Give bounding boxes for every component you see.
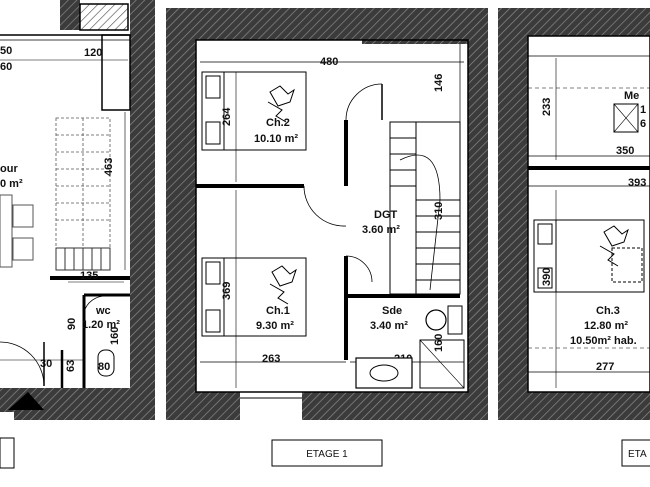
room-value: 6 [640, 118, 646, 130]
room-area: 3.60 m² [362, 224, 400, 236]
room-name: Me [624, 90, 639, 102]
dim-label: 90 [66, 318, 78, 330]
toilet-icon [425, 309, 447, 331]
staircase-solid [55, 247, 111, 271]
wall-top-right [362, 8, 470, 44]
dim-label: 263 [262, 353, 280, 365]
dim-label: 393 [628, 177, 646, 189]
room-area: 9.30 m² [256, 320, 294, 332]
dim-label: 350 [616, 145, 634, 157]
wall-gap [0, 412, 14, 420]
first-floor-plan: 480 146 310 [166, 8, 488, 467]
dim-label: 30 [40, 358, 52, 370]
dim-label: 160 [109, 327, 121, 345]
shower-line [419, 339, 465, 389]
dim-label: 310 [433, 202, 445, 220]
room-area: 12.80 m² [584, 320, 628, 332]
room-area-habitable: 10.50m² hab. [570, 335, 637, 347]
room-area: 10.10 m² [254, 133, 298, 145]
wall-bottom [166, 392, 488, 420]
dim-label: 146 [433, 74, 445, 92]
bed-ch1 [201, 257, 307, 337]
dim-label: 63 [65, 360, 77, 372]
interior-outline [527, 35, 650, 393]
room-name: Ch.3 [596, 305, 620, 317]
second-floor-plan: 233 Me 1 6 350 393 390 Ch.3 12.80 m² 10.… [498, 8, 650, 467]
interior-outline [195, 39, 469, 393]
dim-label: 390 [541, 268, 553, 286]
washbasin [355, 357, 413, 389]
wall [130, 0, 155, 420]
room-name: DGT [374, 209, 398, 221]
dim-label: 120 [84, 47, 102, 59]
dim-label: 233 [541, 98, 553, 116]
wall [60, 0, 80, 30]
bed-ch2 [201, 71, 307, 151]
dim-label: 50 [0, 45, 12, 57]
entrance-door-swing [0, 341, 45, 387]
dim-label: 160 [433, 334, 445, 352]
bed-ch3 [533, 219, 645, 293]
caption-label: ETAGE 1 [306, 449, 348, 460]
door-swing [345, 255, 373, 283]
room-name: wc [95, 305, 111, 317]
wall-top [498, 8, 650, 36]
caption-box [271, 439, 383, 467]
washbasin-icon [369, 364, 399, 382]
wall-gap [240, 392, 302, 420]
room-name: Ch.2 [266, 117, 290, 129]
room-value: 1 [640, 104, 646, 116]
wall-bottom [498, 392, 650, 420]
entrance-arrow-icon [8, 392, 44, 410]
caption-box [621, 439, 650, 467]
dining-table [0, 194, 34, 268]
dim-label: 60 [0, 61, 12, 73]
door-swing [303, 185, 347, 227]
door-swing [345, 83, 383, 121]
toilet-tank [447, 305, 463, 335]
dim-label: 369 [221, 282, 233, 300]
caption-box [0, 437, 15, 469]
room-area: 1.20 m² [82, 319, 120, 331]
staircase [55, 117, 111, 249]
caption-label: ETA [628, 449, 647, 460]
dim-label: 480 [320, 56, 338, 68]
room-area: 0 m² [0, 178, 23, 190]
wall-right [468, 8, 488, 420]
room-name: Sde [382, 305, 402, 317]
dim-label: 463 [103, 158, 115, 176]
room-name: our [0, 163, 18, 175]
dim-label: 277 [596, 361, 614, 373]
staircase [389, 121, 461, 295]
skylight-line [613, 103, 639, 133]
shower-tray [419, 339, 465, 389]
wall-left [498, 8, 528, 420]
door-swing [83, 295, 107, 313]
wall-top [166, 8, 362, 40]
dim-label: 264 [221, 107, 233, 126]
ground-floor-plan: 50 60 120 463 our 0 m² [0, 0, 155, 469]
dim-label: 80 [98, 361, 110, 373]
dim-label: 135 [80, 270, 98, 282]
chimney-duct [79, 3, 129, 31]
room-area: 3.40 m² [370, 320, 408, 332]
room-name: Ch.1 [266, 305, 290, 317]
cupboard [101, 34, 131, 111]
wall-left [166, 8, 196, 420]
toilet-icon [97, 349, 115, 377]
